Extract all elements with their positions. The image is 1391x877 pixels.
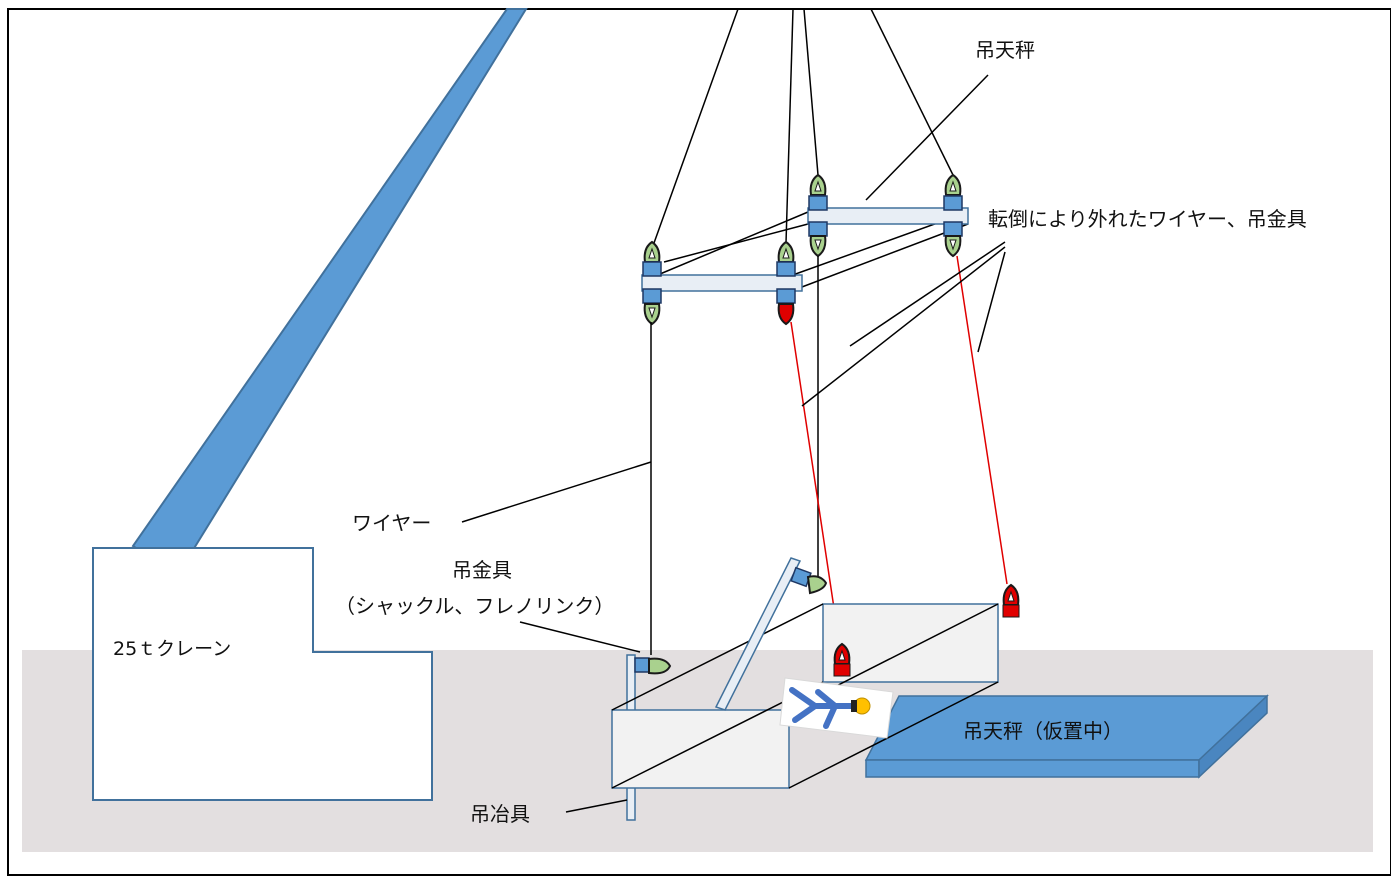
stored-beam-side xyxy=(1198,694,1268,779)
fitting-sub-label: （シャックル、フレノリンク） xyxy=(335,594,614,618)
stored-beam-label: 吊天秤（仮置中） xyxy=(963,719,1123,743)
tilted-bar-fitting xyxy=(790,566,828,595)
detached-label: 転倒により外れたワイヤー、吊金具 xyxy=(988,207,1307,231)
crane-wires xyxy=(653,8,954,244)
detached-wires xyxy=(790,255,1008,649)
callout-lines xyxy=(461,74,1006,813)
jig-label: 吊冶具 xyxy=(470,802,530,826)
lower-wires xyxy=(650,256,819,655)
fallen-worker-icon xyxy=(779,677,894,739)
detached-shackle-2 xyxy=(1002,584,1020,618)
crane-body xyxy=(92,547,433,801)
tilted-bar xyxy=(714,557,802,711)
jig-fitting xyxy=(634,657,672,675)
crane-label: 25ｔクレーン xyxy=(113,638,231,660)
shackle-icon xyxy=(777,303,795,326)
beam-fittings xyxy=(642,174,963,326)
detached-shackle-1 xyxy=(833,643,851,677)
wire-label: ワイヤー xyxy=(352,511,431,535)
spreader-beam-front xyxy=(641,274,803,292)
crane-boom xyxy=(131,8,528,578)
jig-box-back xyxy=(822,603,999,683)
stored-beam-front xyxy=(865,759,1200,778)
spreader-beam-label: 吊天秤 xyxy=(975,38,1035,62)
spreader-beam-back xyxy=(807,207,969,225)
fitting-label: 吊金具 xyxy=(452,558,512,582)
jig-box-front xyxy=(611,709,790,789)
figure-border xyxy=(7,8,1391,876)
